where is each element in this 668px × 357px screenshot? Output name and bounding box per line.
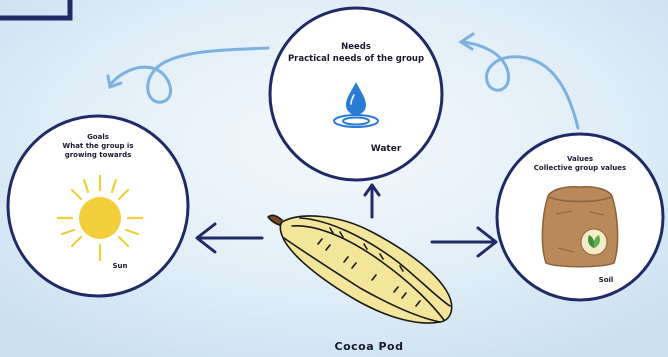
center-label: Cocoa Pod — [314, 340, 424, 354]
values-subtitle: Collective group values — [518, 164, 642, 173]
soil-sack-icon — [542, 187, 617, 267]
values-label: Soil — [586, 276, 626, 285]
goals-title: Goals — [58, 133, 138, 142]
needs-title: Needs — [296, 42, 416, 53]
needs-label: Water — [346, 144, 426, 155]
needs-subtitle: Practical needs of the group — [276, 54, 436, 65]
goals-subtitle: What the group is growing towards — [56, 142, 140, 160]
goals-label: Sun — [100, 262, 140, 271]
values-title: Values — [540, 155, 620, 164]
